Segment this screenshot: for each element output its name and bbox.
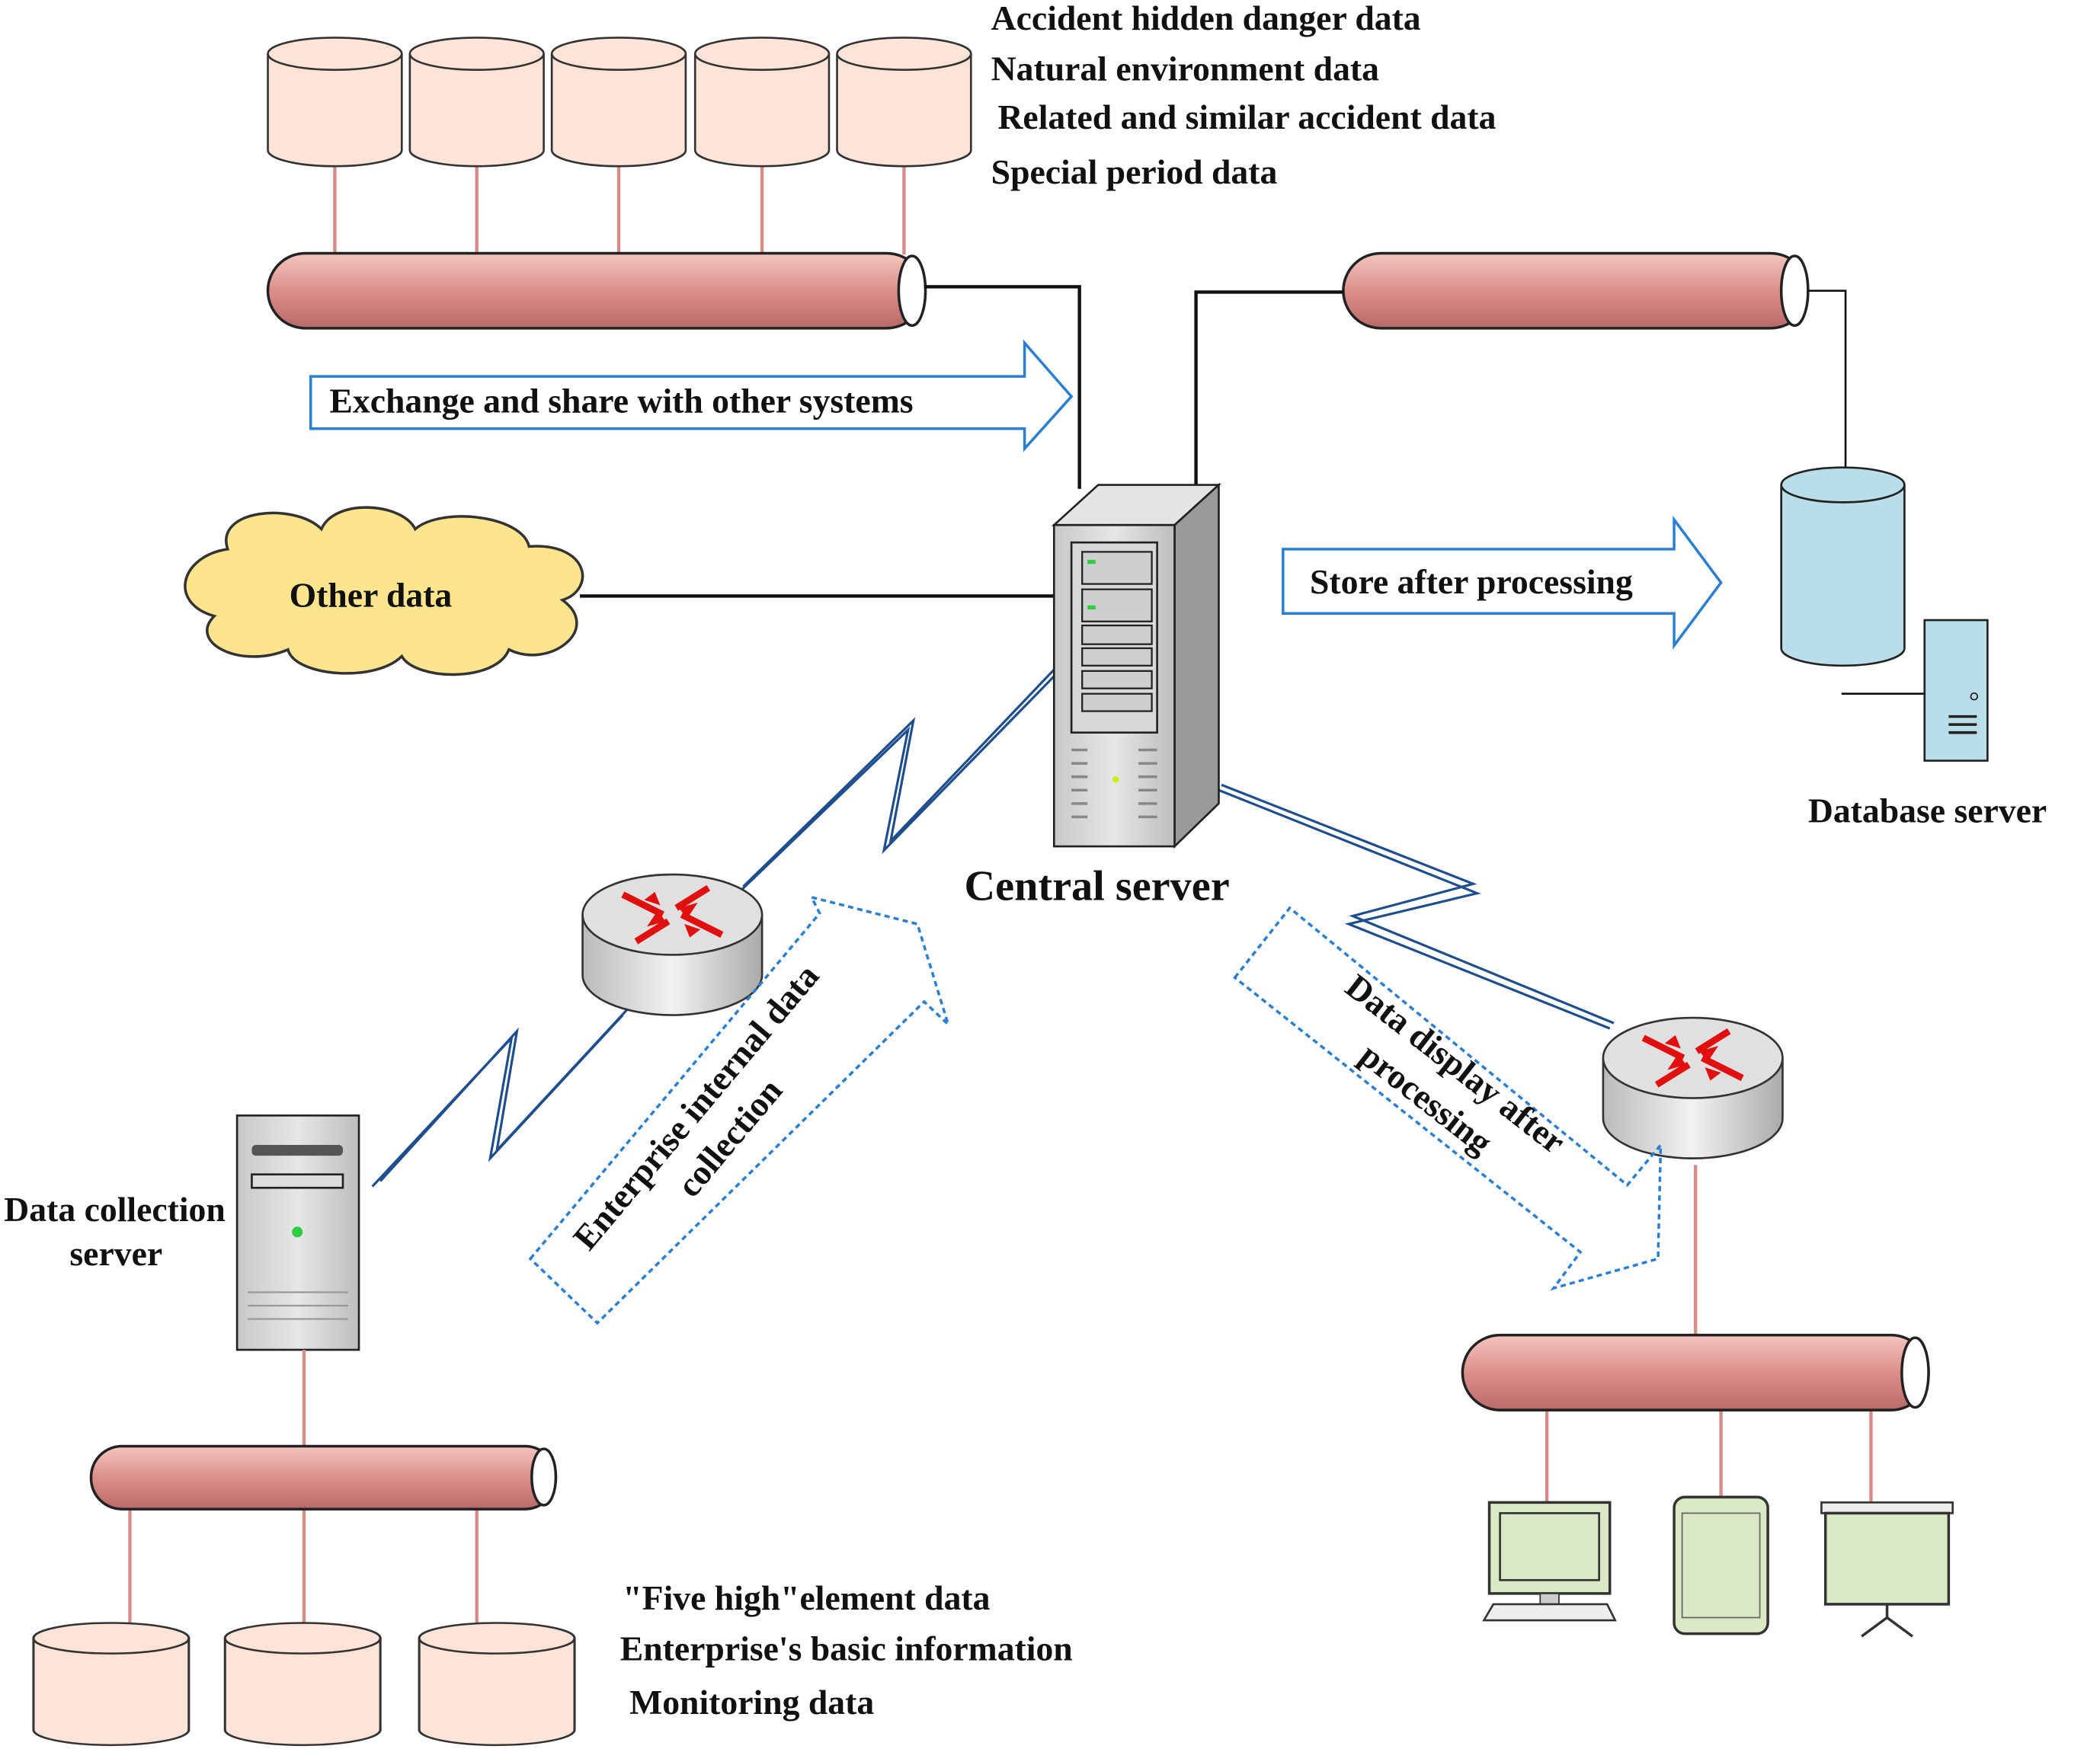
- tablet-icon: [1673, 1495, 1769, 1635]
- connection-lines: [580, 285, 1925, 695]
- network-pipe-bottom-right: [1461, 1333, 1930, 1412]
- top-data-cylinders: [267, 37, 972, 255]
- store-arrow: Store after processing: [1282, 515, 1723, 650]
- database-cylinder-icon: [418, 1621, 576, 1747]
- database-cylinder-icon: [693, 37, 831, 168]
- database-server-label: Database server: [1808, 791, 2047, 830]
- exchange-arrow: Exchange and share with other systems: [309, 339, 1074, 452]
- network-pipe-top-right: [1342, 251, 1810, 330]
- database-cylinder-icon: [836, 37, 972, 168]
- database-cylinder-icon: [32, 1621, 190, 1747]
- label-five-high: "Five high"element data: [623, 1578, 990, 1617]
- label-accident-hidden-danger: Accident hidden danger data: [991, 0, 1421, 37]
- display-arrow: Data display after processing: [1233, 906, 1663, 1291]
- central-server-icon: [1051, 482, 1221, 849]
- data-collection-server-label-line2: server: [69, 1234, 162, 1273]
- bottom-right-links: [1545, 1165, 1873, 1503]
- bottom-left-links: [128, 1349, 479, 1637]
- other-data-cloud-icon: Other data: [184, 506, 584, 676]
- label-related-accident: Related and similar accident data: [997, 98, 1496, 136]
- central-server-label: Central server: [965, 862, 1230, 910]
- label-natural-environment: Natural environment data: [991, 50, 1379, 88]
- network-pipe-top-left: [266, 251, 927, 330]
- data-collection-server-label-line1: Data collection: [4, 1190, 226, 1229]
- database-cylinder-icon: [408, 37, 545, 168]
- database-cylinder-icon: [267, 37, 403, 168]
- router-right-icon: [1603, 1018, 1783, 1159]
- projector-screen-icon: [1820, 1501, 1954, 1638]
- network-pipe-bottom-left: [89, 1444, 558, 1511]
- database-cylinder-icon: [550, 37, 687, 168]
- label-enterprise-basic: Enterprise's basic information: [620, 1629, 1073, 1668]
- exchange-arrow-label: Exchange and share with other systems: [329, 382, 913, 420]
- store-arrow-label: Store after processing: [1310, 562, 1633, 601]
- label-monitoring: Monitoring data: [629, 1683, 874, 1722]
- database-cylinder-icon: [223, 1621, 382, 1747]
- database-server-icon: [1780, 466, 1989, 762]
- label-special-period: Special period data: [991, 152, 1278, 191]
- other-data-label: Other data: [290, 575, 453, 614]
- wireless-links: [371, 668, 1615, 1188]
- router-left-icon: [583, 874, 763, 1015]
- data-collection-server-icon: [235, 1114, 360, 1351]
- desktop-computer-icon: [1482, 1501, 1617, 1622]
